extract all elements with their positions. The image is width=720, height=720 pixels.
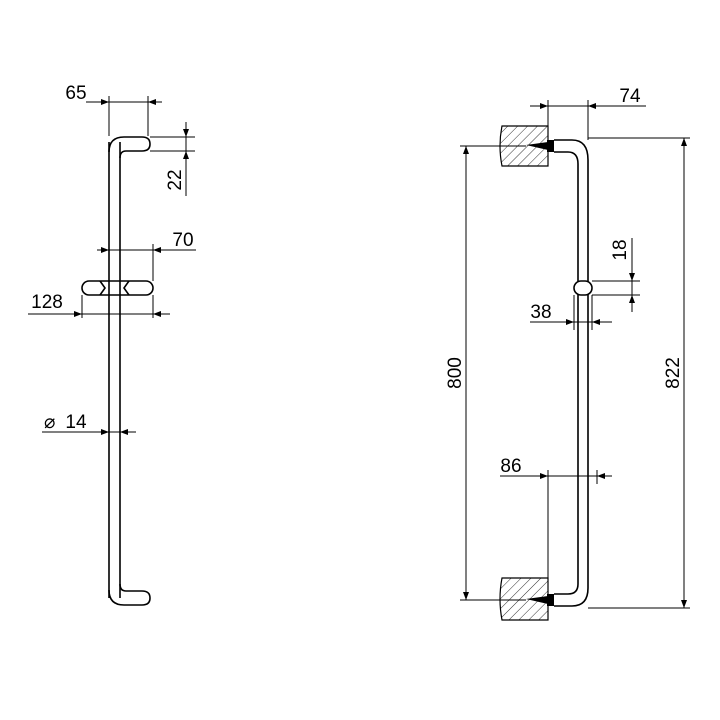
- dim-label-70: 70: [172, 230, 193, 251]
- side-slider: [573, 280, 593, 296]
- dim-diameter-symbol: ⌀: [44, 412, 55, 433]
- side-dim-822: 822: [588, 137, 690, 609]
- front-top-bracket: [108, 136, 151, 159]
- dim-label-822: 822: [663, 357, 684, 389]
- side-dim-86: 86: [500, 456, 612, 578]
- side-dim-18: 18: [592, 238, 640, 312]
- side-rail: [554, 139, 589, 607]
- front-bottom-bracket: [108, 583, 151, 606]
- side-dim-800: 800: [445, 145, 526, 601]
- anchor-top: [526, 140, 554, 152]
- dim-label-22: 22: [165, 169, 186, 190]
- dim-label-38: 38: [530, 302, 551, 323]
- front-dim-128: 128: [28, 292, 170, 318]
- front-rail: [108, 136, 151, 606]
- dim-label-128: 128: [31, 292, 63, 313]
- dim-label-74: 74: [619, 86, 641, 107]
- side-dim-74: 74: [530, 86, 646, 140]
- wall-bottom: [499, 577, 549, 621]
- dim-label-65: 65: [65, 83, 86, 104]
- front-dim-70: 70: [97, 230, 196, 281]
- front-view: 65 22 70 128: [28, 83, 196, 606]
- front-dim-65: 65: [65, 83, 162, 136]
- front-dim-22: 22: [150, 122, 195, 196]
- dim-label-14: 14: [65, 412, 87, 433]
- side-dim-38: 38: [530, 295, 612, 330]
- side-view: 74 18 38 86: [445, 86, 690, 621]
- anchor-bottom: [526, 594, 554, 606]
- dim-label-800: 800: [445, 357, 466, 389]
- dim-label-18: 18: [610, 239, 631, 260]
- dim-label-86: 86: [500, 456, 521, 477]
- front-slider: [81, 280, 154, 296]
- front-dim-diameter: ⌀ 14: [42, 412, 136, 435]
